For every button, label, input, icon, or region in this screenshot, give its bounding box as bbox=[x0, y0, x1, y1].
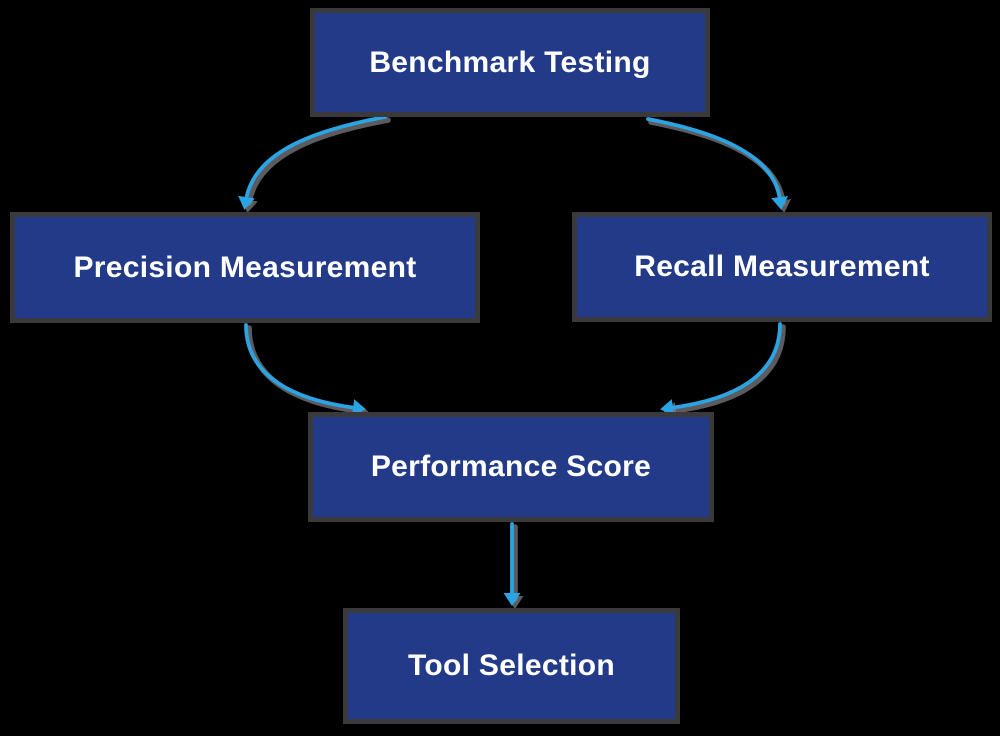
edge-precision-to-performance bbox=[244, 323, 369, 420]
node-label: Benchmark Testing bbox=[369, 45, 651, 79]
node-recall-measurement: Recall Measurement bbox=[572, 212, 992, 322]
node-label: Precision Measurement bbox=[73, 250, 417, 284]
node-label: Recall Measurement bbox=[634, 250, 930, 283]
node-benchmark-testing: Benchmark Testing bbox=[310, 8, 710, 117]
edge-benchmark-to-recall bbox=[646, 117, 792, 213]
node-precision-measurement: Precision Measurement bbox=[10, 212, 480, 323]
node-performance-score: Performance Score bbox=[308, 412, 714, 522]
edge-recall-to-performance bbox=[660, 322, 786, 420]
node-label: Performance Score bbox=[370, 450, 652, 483]
edge-benchmark-to-precision bbox=[238, 115, 391, 213]
node-tool-selection: Tool Selection bbox=[343, 608, 680, 724]
node-label: Tool Selection bbox=[408, 649, 615, 682]
edge-performance-to-tool bbox=[503, 522, 524, 609]
